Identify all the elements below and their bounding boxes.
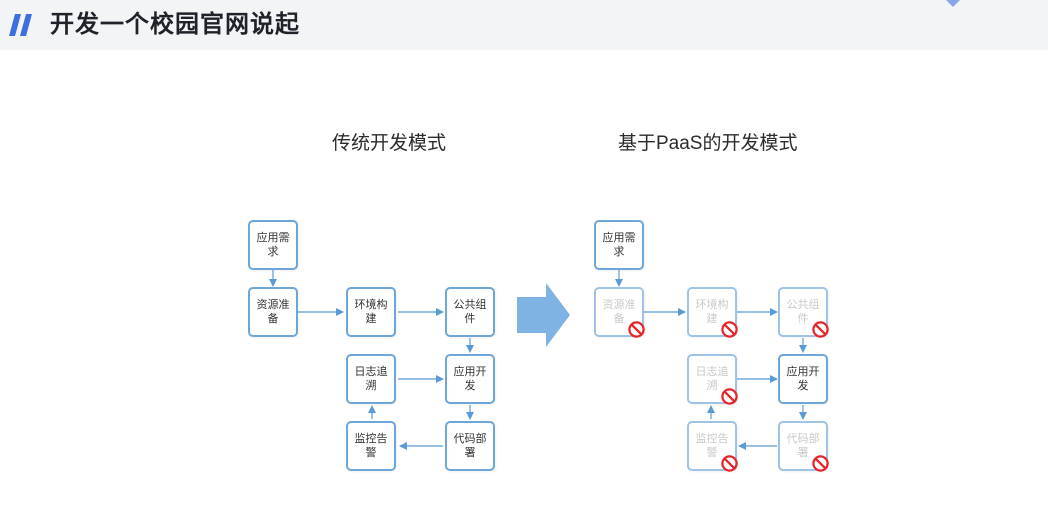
- right-section-title: 基于PaaS的开发模式: [618, 133, 798, 154]
- no-entry-icon: [721, 321, 738, 338]
- no-entry-icon: [721, 455, 738, 472]
- node-label: 环境构建: [354, 299, 388, 325]
- right-node-monitoring-alerts: 监控告警: [687, 421, 738, 472]
- no-entry-icon: [721, 388, 738, 405]
- node-label: 日志追溯: [695, 366, 729, 392]
- left-node-env-build: 环境构建: [346, 287, 396, 337]
- header-bar: 开发一个校园官网说起: [0, 0, 1048, 50]
- node-label: 公共组件: [786, 299, 820, 325]
- left-node-log-tracing: 日志追溯: [346, 354, 396, 404]
- page-title: 开发一个校园官网说起: [50, 11, 300, 38]
- right-node-resource-prep: 资源准备: [594, 287, 645, 338]
- node-label: 监控告警: [695, 433, 729, 459]
- left-connectors: [269, 269, 474, 450]
- left-section-title: 传统开发模式: [332, 133, 447, 154]
- node-label: 应用需求: [256, 232, 290, 258]
- left-node-app-development: 应用开发: [445, 354, 495, 404]
- left-node-monitoring-alerts: 监控告警: [346, 421, 396, 471]
- node-label: 公共组件: [453, 299, 487, 325]
- no-entry-icon: [812, 321, 829, 338]
- node-label: 代码部署: [786, 433, 820, 459]
- node-label: 应用开发: [453, 366, 487, 392]
- node-label: 环境构建: [695, 299, 729, 325]
- node-label: 监控告警: [354, 433, 388, 459]
- big-right-arrow-icon: [517, 283, 570, 347]
- left-node-public-components: 公共组件: [445, 287, 495, 337]
- double-slash-bars-icon: [9, 14, 32, 36]
- right-node-code-deploy: 代码部署: [778, 421, 829, 472]
- left-node-resource-prep: 资源准备: [248, 287, 298, 337]
- no-entry-icon: [628, 321, 645, 338]
- right-connectors: [615, 269, 807, 450]
- node-label: 资源准备: [602, 299, 636, 325]
- node-label: 日志追溯: [354, 366, 388, 392]
- left-node-app-requirement: 应用需求: [248, 220, 298, 270]
- right-node-app-development: 应用开发: [778, 354, 828, 404]
- node-label: 资源准备: [256, 299, 290, 325]
- node-label: 代码部署: [453, 433, 487, 459]
- node-label: 应用需求: [602, 232, 636, 258]
- right-node-app-requirement: 应用需求: [594, 220, 644, 270]
- right-node-env-build: 环境构建: [687, 287, 738, 338]
- right-node-log-tracing: 日志追溯: [687, 354, 738, 405]
- left-node-code-deploy: 代码部署: [445, 421, 495, 471]
- node-label: 应用开发: [786, 366, 820, 392]
- no-entry-icon: [812, 455, 829, 472]
- right-node-public-components: 公共组件: [778, 287, 829, 338]
- brand-logo-icon: [946, 0, 960, 7]
